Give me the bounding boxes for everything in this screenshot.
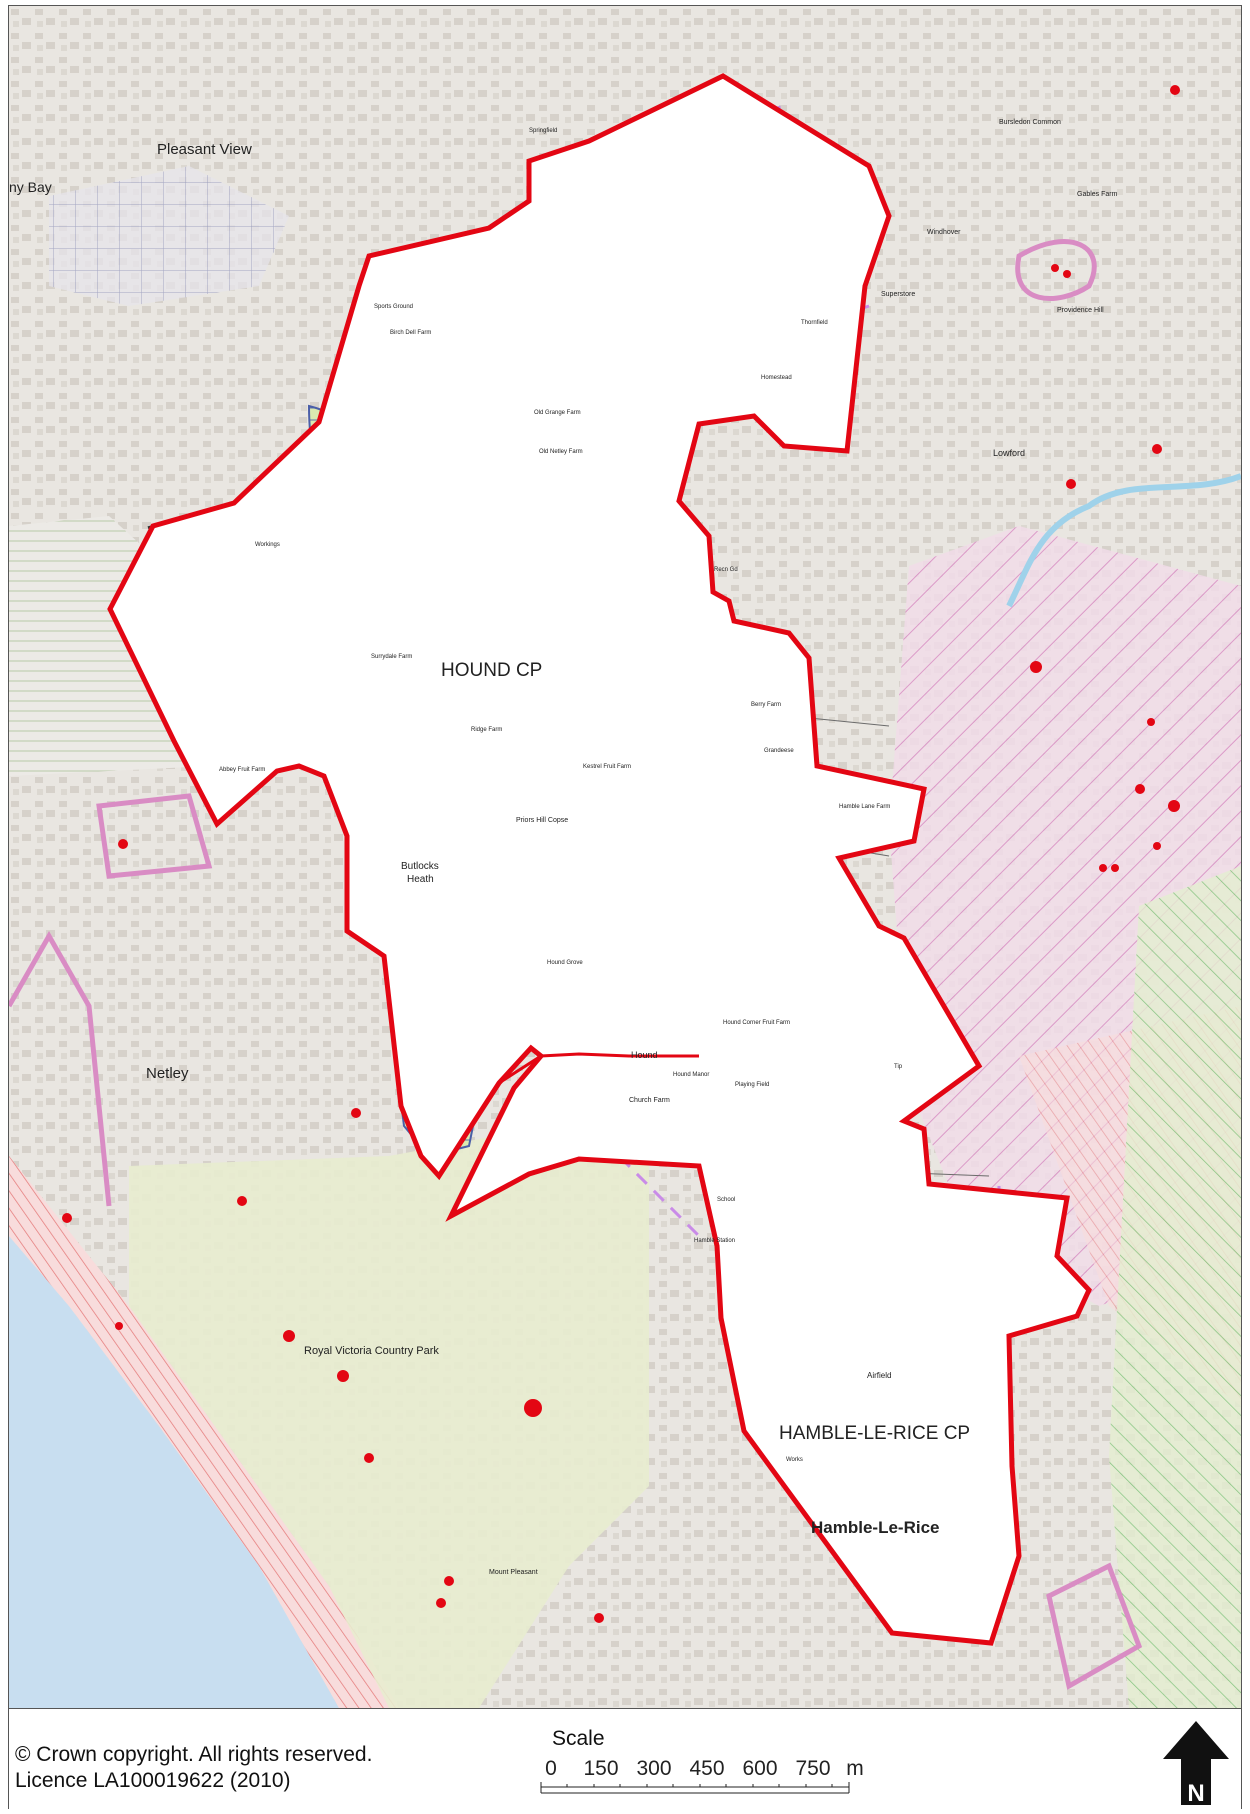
sea-area bbox=[9, 1236, 339, 1708]
sports-ground-label: Sports Ground bbox=[374, 304, 413, 310]
hound-cp-label: HOUND CP bbox=[441, 660, 542, 681]
map-view[interactable]: HOUND CP HAMBLE-LE-RICE CP Hamble-Le-Ric… bbox=[9, 6, 1241, 1708]
scale-tick-600: 600 bbox=[742, 1757, 777, 1780]
scale-title: Scale bbox=[552, 1727, 605, 1750]
bursledon-common-label: Bursledon Common bbox=[999, 119, 1061, 126]
hamble-river-hatch bbox=[1109, 866, 1241, 1708]
homestead-label: Homestead bbox=[761, 375, 792, 381]
copyright-line-1: © Crown copyright. All rights reserved. bbox=[15, 1743, 373, 1766]
scale-bar: 0 150 300 450 600 750 m bbox=[540, 1757, 864, 1794]
abbey-fruit-label: Abbey Fruit Farm bbox=[219, 767, 265, 773]
scale-tick-150: 150 bbox=[583, 1757, 618, 1780]
grid-designation-area bbox=[49, 166, 289, 306]
mount-pleasant-label: Mount Pleasant bbox=[489, 1569, 538, 1576]
ridge-farm-label: Ridge Farm bbox=[471, 727, 502, 733]
hamble-cp-label: HAMBLE-LE-RICE CP bbox=[779, 1423, 970, 1444]
butlocks-label-1: Butlocks bbox=[401, 861, 439, 872]
netley-label: Netley bbox=[146, 1065, 189, 1082]
pleasant-view-label: Pleasant View bbox=[157, 141, 252, 158]
scale-tick-300: 300 bbox=[636, 1757, 671, 1780]
windhover-label: Windhover bbox=[927, 229, 961, 236]
tip-label: Tip bbox=[894, 1064, 903, 1070]
netley-bay-label: ny Bay bbox=[9, 179, 52, 195]
thornfield-label: Thornfield bbox=[801, 320, 828, 326]
old-netley-label: Old Netley Farm bbox=[539, 449, 583, 455]
airfield-label: Airfield bbox=[867, 1371, 891, 1380]
scale-tick-0: 0 bbox=[545, 1757, 557, 1780]
hound-manor-label: Hound Manor bbox=[673, 1072, 709, 1078]
coastal-designation bbox=[9, 1156, 399, 1708]
workings-label: Workings bbox=[255, 542, 280, 548]
map-footer: © Crown copyright. All rights reserved. … bbox=[9, 1708, 1241, 1809]
old-grange-label: Old Grange Farm bbox=[534, 410, 581, 416]
hound-grove-label: Hound Grove bbox=[547, 960, 583, 966]
grandeese-label: Grandeese bbox=[764, 748, 794, 754]
royal-victoria-label: Royal Victoria Country Park bbox=[304, 1345, 439, 1357]
church-farm-label: Church Farm bbox=[629, 1097, 670, 1104]
springfield-label: Springfield bbox=[529, 128, 557, 134]
berry-farm-label: Berry Farm bbox=[751, 702, 781, 708]
school-label: School bbox=[717, 1197, 735, 1203]
parish-internal-boundary bbox=[498, 1052, 699, 1085]
hamble-village-label: Hamble-Le-Rice bbox=[811, 1518, 939, 1537]
copyright-line-2: Licence LA100019622 (2010) bbox=[15, 1769, 291, 1792]
gables-farm-label: Gables Farm bbox=[1077, 191, 1118, 198]
playing-field-label: Playing Field bbox=[735, 1082, 769, 1088]
river bbox=[1006, 473, 1241, 608]
scale-ruler bbox=[540, 1782, 850, 1794]
red-point-features bbox=[62, 85, 1180, 1623]
hound-corner-label: Hound Corner Fruit Farm bbox=[723, 1020, 790, 1026]
butlocks-label-2: Heath bbox=[407, 874, 434, 885]
country-park-area bbox=[129, 1126, 649, 1708]
map-canvas[interactable]: HOUND CP HAMBLE-LE-RICE CP Hamble-Le-Ric… bbox=[9, 6, 1241, 1708]
pink-designation-lines bbox=[9, 239, 1143, 1690]
scale-tick-750: 750 bbox=[795, 1757, 830, 1780]
hamble-lane-label: Hamble Lane Farm bbox=[839, 804, 890, 810]
birch-dell-label: Birch Dell Farm bbox=[390, 330, 431, 336]
superstore-label: Superstore bbox=[881, 291, 915, 298]
scale-unit: m bbox=[846, 1757, 864, 1780]
hound-label: Hound bbox=[631, 1050, 658, 1060]
kestrel-label: Kestrel Fruit Farm bbox=[583, 764, 631, 770]
north-label: N bbox=[1187, 1780, 1204, 1807]
lowford-label: Lowford bbox=[993, 448, 1025, 458]
providence-hill-label: Providence Hill bbox=[1057, 307, 1104, 314]
north-arrow-icon: N bbox=[1163, 1721, 1229, 1807]
priors-hill-label: Priors Hill Copse bbox=[516, 817, 568, 824]
hamble-station-label: Hamble Station bbox=[694, 1238, 735, 1244]
surrydale-farm-label: Surrydale Farm bbox=[371, 654, 412, 660]
scale-tick-450: 450 bbox=[689, 1757, 724, 1780]
recn-gd-label: Recn Gd bbox=[714, 567, 738, 573]
works-label: Works bbox=[786, 1457, 803, 1463]
